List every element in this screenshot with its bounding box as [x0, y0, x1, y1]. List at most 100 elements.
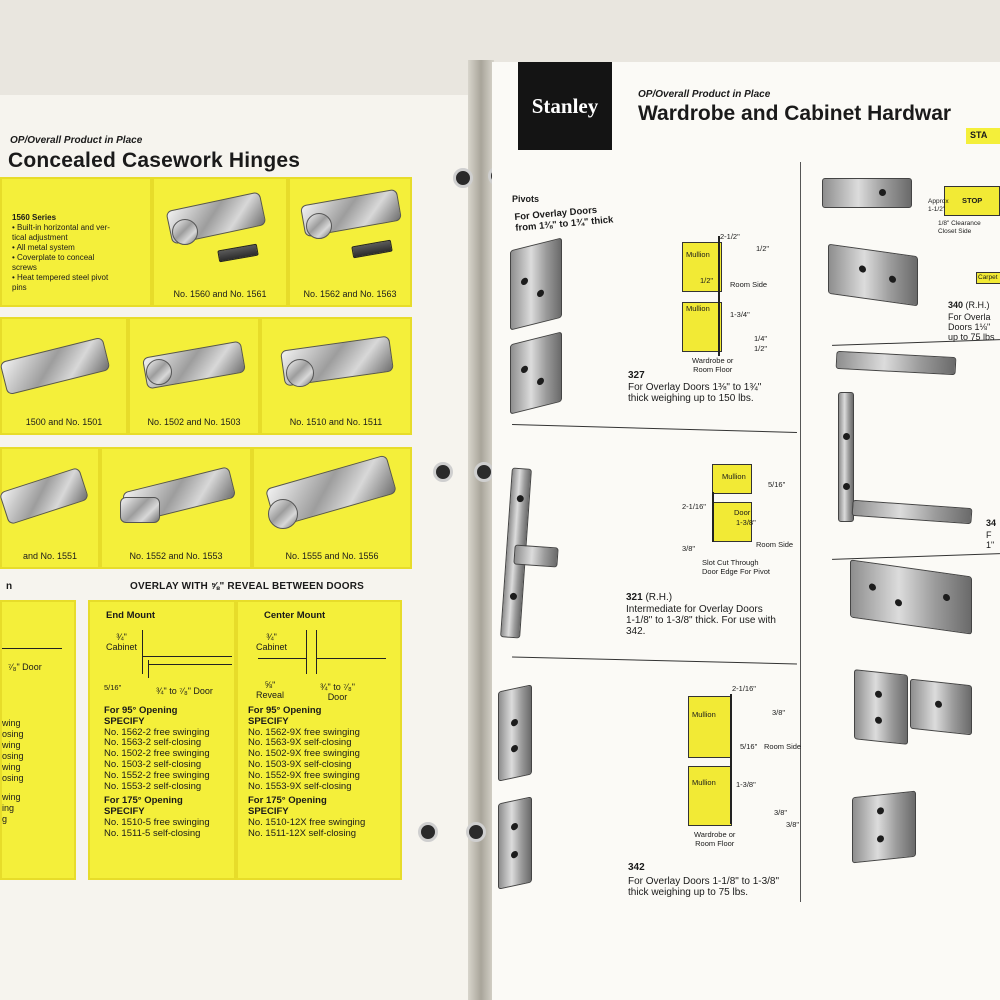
hinge-cup-image	[268, 499, 298, 529]
dim-label: ⅝" Reveal	[256, 680, 285, 700]
spec-line: No. 1510-5 free swinging	[104, 816, 210, 828]
room-side-label: Room Side	[756, 540, 794, 549]
spec-line: No. 1502-9X free swinging	[248, 748, 360, 760]
binder-hole	[466, 822, 486, 842]
section-divider	[512, 656, 797, 665]
screw-hole	[869, 583, 876, 592]
dimension-line	[2, 648, 62, 649]
spec-line: wing	[2, 792, 21, 802]
slot-label: Slot Cut Through Door Edge For Pivot	[702, 558, 770, 576]
series-bullet: • Heat tempered steel pivot	[12, 273, 109, 282]
mullion-block	[688, 766, 732, 826]
mullion-label: Mullion	[722, 472, 746, 481]
screw-hole	[511, 822, 518, 831]
part-hand: (R.H.)	[642, 592, 673, 603]
overlay-heading: OVERLAY WITH ⅝" REVEAL BETWEEN DOORS	[130, 581, 365, 592]
cabinet-label: ¾" Cabinet	[256, 632, 288, 652]
hinge-cell: and No. 1551	[0, 447, 100, 569]
spec-lines-fragment: wing osing wing osing wing osing wing in…	[2, 718, 24, 825]
screw-hole	[516, 494, 525, 503]
hinge-cell: 1500 and No. 1501	[0, 317, 128, 435]
screw-hole	[511, 850, 518, 859]
center-mount-title: Center Mount	[264, 610, 326, 621]
left-page: OP/Overall Product in Place Concealed Ca…	[0, 95, 470, 1000]
mount-plate-image	[217, 243, 259, 263]
screw-hole	[943, 593, 950, 602]
binding-gutter	[468, 60, 494, 1000]
door-label-fragment: ⁷⁄₈" Door	[8, 662, 42, 672]
dim-label: 5/16"	[768, 480, 786, 489]
series-bullet: • All metal system	[12, 243, 75, 252]
dim-label: 1/2"	[756, 244, 770, 253]
series-bullet: screws	[12, 263, 37, 272]
binder-hole	[433, 462, 453, 482]
dim-label: 1/2"	[754, 344, 768, 353]
part-number-321: 321 (R.H.)	[626, 592, 672, 603]
brand-tag: STA	[966, 128, 1000, 144]
screw-hole	[877, 807, 884, 815]
spec-line: osing	[2, 729, 24, 739]
spec-panel-fragment: ⁷⁄₈" Door wing osing wing osing wing osi…	[0, 600, 76, 880]
spec-line: wing	[2, 740, 21, 750]
pivots-subheading: For Overlay Doors from 1⅜" to 1¾" thick	[514, 204, 614, 234]
floor-label: Wardrobe or Room Floor	[692, 356, 734, 374]
carpet-block	[976, 272, 1000, 284]
room-side-label: Room Side	[730, 280, 768, 289]
right-page-title: Wardrobe and Cabinet Hardwar	[638, 102, 952, 125]
series-bullet: tical adjustment	[12, 233, 68, 242]
pivot-line	[718, 236, 720, 356]
spec-line: No. 1511-5 self-closing	[104, 827, 201, 839]
spec-line: No. 1553-9X self-closing	[248, 780, 352, 792]
dim-label: 3/8"	[772, 708, 786, 717]
dim-label: 3/8"	[774, 808, 788, 817]
dim-label: 1-3/4"	[730, 310, 750, 319]
part-number-341: 34	[986, 518, 997, 528]
hinge-cell: No. 1510 and No. 1511	[260, 317, 412, 435]
pivot-327-top-image	[510, 237, 562, 331]
spec-heading: For 95° Opening	[248, 705, 322, 716]
spec-line	[2, 784, 24, 792]
screw-hole	[879, 189, 886, 196]
part-desc-340: For Overla Doors 1⅛" up to 75 lbs	[948, 312, 995, 342]
series-bullet: • Built-in horizontal and ver-	[12, 223, 110, 232]
pivot-321-arm-image	[513, 544, 559, 568]
mullion-label: Mullion	[686, 304, 710, 313]
screw-hole	[521, 276, 528, 286]
hinge-image	[0, 336, 111, 396]
spec-line: No. 1553-2 self-closing	[104, 780, 202, 792]
spec-heading: For 175° Opening	[104, 795, 183, 807]
hinge-label: No. 1502 and No. 1503	[147, 417, 241, 427]
part-desc-327: For Overlay Doors 1⅜" to 1¾" thick weigh…	[628, 382, 762, 404]
dim-label: 5/16"	[104, 683, 122, 692]
mullion-block	[712, 464, 752, 494]
spec-line: g	[2, 814, 8, 824]
hinge-image	[0, 466, 90, 526]
clearance-label: 1/8" Clearance Closet Side	[938, 220, 981, 235]
mullion-label: Mullion	[686, 250, 710, 259]
pivot-341-top-image	[835, 350, 957, 376]
spec-line: No. 1502-2 free swinging	[104, 748, 210, 760]
dim-label: 2-1/2"	[720, 232, 740, 241]
hinge-340b-image	[828, 243, 918, 307]
screw-hole	[859, 265, 866, 274]
stop-diagram-block	[944, 186, 1000, 216]
hinge-cup-image	[146, 359, 172, 385]
hinge-340-image	[822, 178, 912, 208]
series-cell: 1560 Series • Built-in horizontal and ve…	[0, 177, 152, 307]
screw-hole	[935, 700, 942, 709]
right-kicker: OP/Overall Product in Place	[638, 89, 771, 100]
mullion-block	[688, 696, 732, 758]
dim-label: 1/4"	[754, 334, 768, 343]
spec-line: No. 1562-2 free swinging	[104, 726, 210, 738]
spec-heading: For 175° Opening	[248, 795, 327, 807]
screw-hole	[895, 598, 902, 607]
spec-line: No. 1503-2 self-closing	[104, 758, 202, 770]
screw-hole	[509, 592, 518, 601]
dimension-line	[142, 656, 232, 657]
binder-hole	[418, 822, 438, 842]
center-mount-panel: Center Mount ¾" Cabinet ⅝" Reveal ¾" to …	[236, 600, 402, 880]
hinge-label: No. 1510 and No. 1511	[289, 417, 383, 427]
hinge-label: 1500 and No. 1501	[25, 417, 103, 427]
end-mount-specs: For 95° Opening SPECIFY No. 1562-2 free …	[104, 705, 210, 840]
hinge-cup-image	[306, 213, 332, 239]
